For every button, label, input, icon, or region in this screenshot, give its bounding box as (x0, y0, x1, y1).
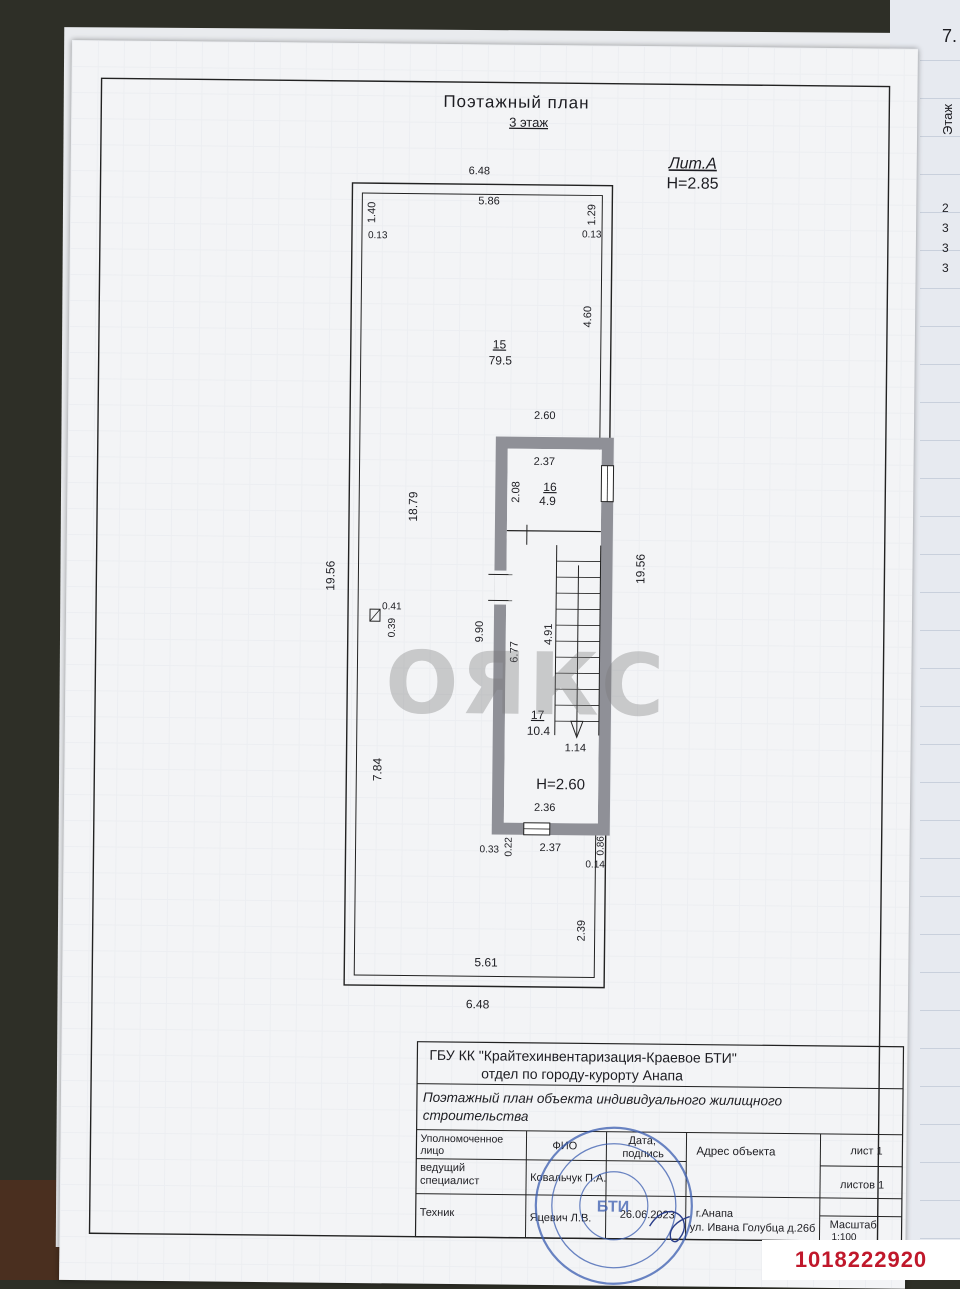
side-sheet-value: 3 (942, 261, 949, 275)
height-stair: H=2.60 (536, 776, 585, 794)
col-authorized-2: лицо (420, 1145, 444, 1157)
dim-outer-top: 6.48 (469, 165, 491, 177)
dim-stair-wall-right: 0.86 (595, 836, 606, 856)
door-opening-left (494, 570, 506, 604)
doc-line2: строительства (423, 1108, 529, 1124)
col-address: Адрес объекта (696, 1146, 776, 1159)
org-line2: отдел по городу-курорту Анапа (481, 1065, 683, 1083)
side-sheet-label: Этаж (940, 104, 955, 135)
sheets-total: листов 1 (840, 1179, 884, 1191)
listing-id-badge: 1018222920 (762, 1240, 960, 1280)
dim-inner-left-upper: 18.79 (406, 491, 420, 522)
dim-stair-wall-left: 0.33 (479, 844, 499, 855)
room-area: 79.5 (489, 353, 513, 367)
room-number: 15 (493, 337, 507, 351)
dim-stair-bottom-inner: 2.36 (534, 802, 556, 814)
dim-inner-bottom: 5.61 (474, 955, 498, 969)
plan-title: Поэтажный план (443, 92, 589, 113)
dim-outer-right: 19.56 (633, 554, 647, 585)
dim-right-lower: 2.39 (576, 920, 588, 942)
room-number: 16 (543, 480, 557, 494)
dim-left-tiny: 0.13 (368, 230, 388, 241)
address-street: ул. Ивана Голубца д.26б (690, 1222, 816, 1235)
scale-label: Масштаб (830, 1219, 877, 1231)
floor-label: 3 этаж (509, 115, 548, 130)
dim-inner-top: 5.86 (478, 195, 500, 207)
row1-role-2: специалист (420, 1175, 479, 1188)
dim-stair-wall-right2: 0.14 (585, 859, 605, 870)
liter-label: Лит.А (668, 155, 717, 173)
dim-room16-width: 2.37 (534, 456, 556, 468)
dim-outer-bottom: 6.48 (466, 997, 490, 1011)
row1-role: ведущий (420, 1162, 465, 1174)
dim-stair-step: 1.14 (565, 742, 587, 754)
watermark: ОЯКС (385, 633, 667, 736)
doc-line1: Поэтажный план объекта индивидуального ж… (423, 1090, 783, 1109)
dim-left-small-top: 1.40 (366, 202, 378, 224)
col-authorized: Уполномоченное (420, 1133, 503, 1146)
dim-stair-bottom-outer: 2.37 (540, 842, 562, 854)
side-sheet-value: 3 (942, 221, 949, 235)
dim-outer-left: 19.56 (323, 560, 337, 591)
side-sheet-value: 2 (942, 201, 949, 215)
dim-stair-top: 2.60 (534, 410, 556, 422)
side-sheet-value: 3 (942, 241, 949, 255)
stamp-text: БТИ (597, 1199, 630, 1216)
dim-right-upper: 4.60 (582, 306, 594, 328)
bti-stamp-icon: БТИ (535, 1127, 693, 1285)
floor-plan-sheet: Поэтажный план 3 этаж Лит.А H=2.85 (59, 40, 918, 1289)
height-main: H=2.85 (666, 175, 718, 193)
org-line1: ГБУ КК "Крайтехинвентаризация-Краевое БТ… (429, 1047, 737, 1066)
dim-right-tiny: 0.13 (582, 229, 602, 240)
address-city: г.Анапа (696, 1208, 734, 1220)
dim-inner-left-lower: 7.84 (370, 757, 384, 781)
dim-room16-height: 2.08 (510, 481, 522, 503)
dim-niche-w: 0.41 (382, 601, 402, 612)
room-area: 4.9 (539, 494, 556, 508)
side-sheet-number: 7. (942, 26, 957, 46)
dim-stair-wall-left2: 0.22 (503, 837, 514, 857)
col-date-2: подпись (622, 1148, 664, 1160)
row2-role: Техник (420, 1207, 455, 1219)
dim-right-small-top: 1.29 (586, 204, 598, 226)
sheet-number: лист 1 (850, 1145, 882, 1157)
